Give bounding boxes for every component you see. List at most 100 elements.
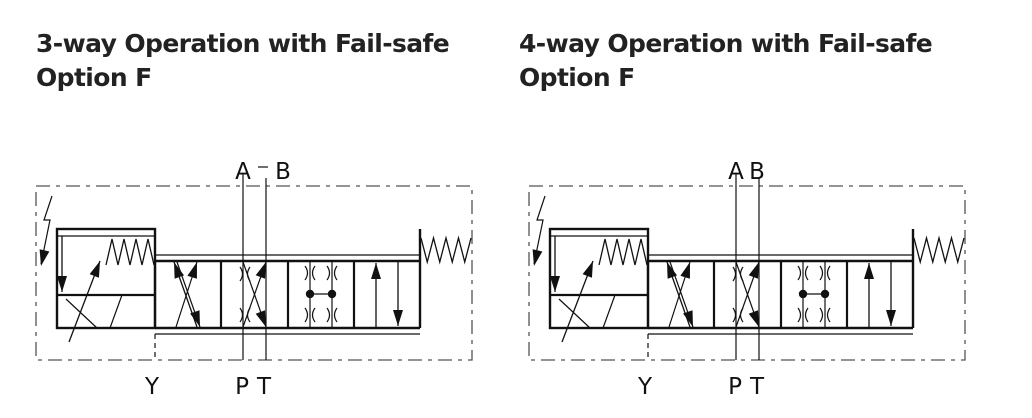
crossing-arc-left xyxy=(239,266,244,282)
port-label-p: P xyxy=(235,374,249,400)
electrical-input-icon xyxy=(532,195,546,266)
flow-arrow-head-down xyxy=(190,310,200,327)
arrow-head xyxy=(886,310,896,326)
lightning-line xyxy=(40,195,53,265)
title-line-1: 4-way Operation with Fail-safe xyxy=(519,29,933,58)
throttle xyxy=(326,265,338,281)
title-line-1: 3-way Operation with Fail-safe xyxy=(36,29,450,58)
lightning-arrow-head xyxy=(39,249,50,266)
crossing-arc-left xyxy=(304,307,309,323)
title-line-2: Option F xyxy=(36,63,152,92)
return-spring xyxy=(913,235,965,265)
arrow-head xyxy=(393,310,403,326)
throttle xyxy=(326,307,338,323)
throttle xyxy=(797,265,809,281)
envelope-4-parallel-flow xyxy=(864,261,896,328)
junction-dot-right xyxy=(820,289,830,299)
arrow-head xyxy=(582,261,593,278)
crossing-arc-left xyxy=(819,307,824,323)
crossing-arc-left xyxy=(797,265,802,281)
junction-dot-left xyxy=(798,289,808,299)
crossing-arc-left xyxy=(326,265,331,281)
diagram-title-4-way: 4-way Operation with Fail-safe Option F xyxy=(519,27,933,95)
variable-adjustment-arrow xyxy=(561,260,594,343)
port-label-p: P xyxy=(728,374,742,400)
port-label-t: T xyxy=(749,374,765,400)
throttle xyxy=(797,307,809,323)
crossing-arc-right xyxy=(804,265,809,281)
throttle xyxy=(819,265,831,281)
variable-adjustment-arrow xyxy=(68,260,101,343)
envelope-2-throttled-cross xyxy=(732,261,760,328)
junction-dot-left xyxy=(305,289,315,299)
pilot-enclosure-border xyxy=(35,185,473,361)
crossing-arc-right xyxy=(246,266,251,282)
flow-arrow-up xyxy=(864,263,874,328)
crossing-arc-right xyxy=(333,265,338,281)
junction-dot-right xyxy=(327,289,337,299)
lightning-arrow-head xyxy=(532,249,543,266)
solenoid-slash xyxy=(602,294,616,329)
envelope-3-center-position xyxy=(797,261,831,328)
port-label-a: A xyxy=(235,159,251,185)
arrow-head xyxy=(550,276,560,292)
pilot-spring xyxy=(598,238,648,266)
title-line-2: Option F xyxy=(519,63,635,92)
arrow-head xyxy=(89,261,100,278)
crossing-arc-right xyxy=(739,307,744,323)
flow-arrow-down xyxy=(886,261,896,326)
envelope-4-parallel-flow xyxy=(371,261,403,328)
crossing-arc-right xyxy=(246,307,251,323)
envelope-1-crossed-flow xyxy=(173,261,201,328)
port-label-b: B xyxy=(275,159,291,185)
port-label-a: A xyxy=(728,159,744,185)
crossing-arc-left xyxy=(239,307,244,323)
port-label-y: Y xyxy=(144,374,160,400)
drain-arrow xyxy=(57,236,67,292)
crossing-arc-right xyxy=(804,307,809,323)
flow-arrow-head-up xyxy=(748,262,759,279)
throttle xyxy=(304,265,316,281)
port-label-t: T xyxy=(256,374,272,400)
port-label-b: B xyxy=(749,159,765,185)
pilot-enclosure-border xyxy=(528,185,966,361)
crossing-arc-right xyxy=(826,265,831,281)
throttle xyxy=(819,307,831,323)
flow-arrow-head-down xyxy=(683,310,693,327)
throttle xyxy=(304,307,316,323)
diagram-title-3-way: 3-way Operation with Fail-safe Option F xyxy=(36,27,450,95)
flow-arrow-head-down xyxy=(748,310,759,327)
port-label-y: Y xyxy=(637,374,653,400)
flow-arrow-head-down xyxy=(255,310,266,327)
envelope-3-center-position xyxy=(304,261,338,328)
arrow-head xyxy=(57,276,67,292)
crossing-arc-left xyxy=(797,307,802,323)
crossing-arc-right xyxy=(311,307,316,323)
envelope-1-crossed-flow xyxy=(666,261,694,328)
flow-arrow-down xyxy=(393,261,403,326)
flow-arrow-head-up xyxy=(680,262,690,279)
electrical-input-icon xyxy=(39,195,53,266)
flow-arrow-up xyxy=(371,263,381,328)
envelope-2-throttled-cross xyxy=(239,261,267,328)
crossing-arc-right xyxy=(311,265,316,281)
pilot-actuator-body xyxy=(55,227,157,330)
solenoid-diagonal xyxy=(65,298,98,329)
drain-arrow xyxy=(550,236,560,292)
arrow-head xyxy=(371,263,381,279)
crossing-arc-left xyxy=(732,307,737,323)
flow-arrow-head-up xyxy=(255,262,266,279)
crossing-arc-right xyxy=(333,307,338,323)
crossing-arc-left xyxy=(326,307,331,323)
return-spring xyxy=(420,235,472,265)
solenoid-diagonal xyxy=(558,298,591,329)
arrow-head xyxy=(864,263,874,279)
lightning-line xyxy=(533,195,546,265)
crossing-arc-right xyxy=(826,307,831,323)
crossing-arc-right xyxy=(739,266,744,282)
crossing-arc-left xyxy=(819,265,824,281)
pilot-spring xyxy=(105,238,155,266)
